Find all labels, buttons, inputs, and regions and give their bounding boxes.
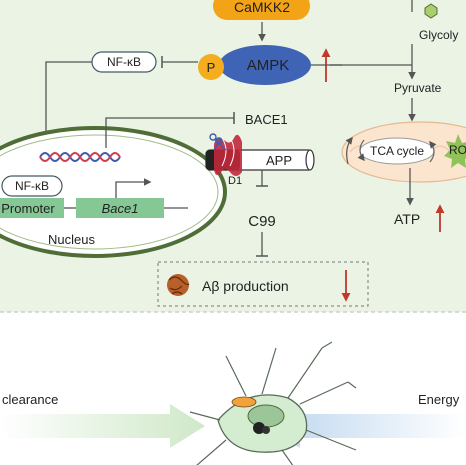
abeta-label: Aβ production — [202, 278, 289, 294]
neuron-illustration — [189, 341, 357, 465]
phospho-label: P — [207, 60, 216, 75]
clearance-label: clearance — [2, 392, 58, 407]
bace1-protein-label: BACE1 — [245, 112, 288, 127]
bace1-expression-line — [105, 117, 234, 148]
scissors-icon — [209, 133, 227, 151]
glycolysis-label: Glycoly — [419, 28, 458, 42]
nfkb-top-node: NF-κB — [91, 51, 157, 73]
ros-label: RO — [449, 143, 466, 157]
nucleus-label: Nucleus — [48, 232, 95, 247]
abeta-box: Aβ production — [157, 261, 369, 307]
nfkb-top-label: NF-κB — [107, 55, 141, 69]
nfkb-nucleus-label: NF-κB — [15, 179, 49, 193]
camkk2-label: CaMKK2 — [234, 0, 290, 15]
tca-label: TCA cycle — [370, 144, 424, 158]
clearance-arrow: clearance — [0, 392, 205, 448]
promoter-box: Promoter — [0, 198, 64, 218]
ros-node: RO — [444, 134, 466, 168]
tca-cycle: TCA cycle — [357, 137, 437, 165]
energy-label: Energy — [418, 392, 460, 407]
app-label: APP — [266, 153, 292, 168]
neuron-aggregate-icon — [253, 422, 270, 434]
transcription-start-arrow — [115, 178, 152, 198]
atp-label: ATP — [394, 211, 420, 227]
glucose-hexagon-icon — [424, 3, 438, 19]
dna-helix — [39, 152, 121, 162]
ampk-label: AMPK — [247, 57, 290, 74]
camkk2-node: CaMKK2 — [213, 0, 310, 20]
nfkb-nucleus-node: NF-κB — [1, 175, 63, 197]
energy-arrow: Energy — [266, 392, 466, 448]
mito-side-arrow — [345, 136, 353, 165]
ampk-node: AMPK — [219, 45, 311, 85]
d1-label: D1 — [228, 175, 242, 187]
nfkb-to-dna-line — [45, 61, 92, 148]
phospho-node: P — [198, 54, 224, 80]
abeta-aggregate-icon — [167, 274, 190, 296]
bace1-gene-label: Bace1 — [102, 201, 139, 216]
promoter-label: Promoter — [1, 201, 55, 216]
pyruvate-label: Pyruvate — [394, 81, 442, 95]
c99-label: C99 — [248, 213, 276, 230]
bace1-gene-box: Bace1 — [76, 198, 164, 218]
